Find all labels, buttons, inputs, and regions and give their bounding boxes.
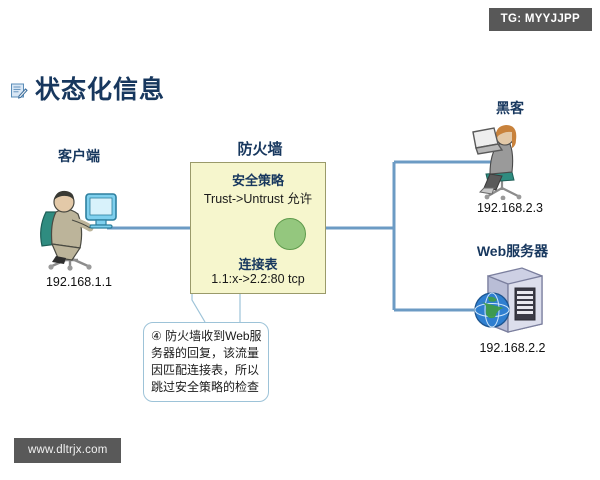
callout-box: ④ 防火墙收到Web服务器的回复，该流量因匹配连接表，所以跳过安全策略的检查 [143,322,269,402]
web-server-ip-label: 192.168.2.2 [479,341,546,355]
security-policy-rule: Trust->Untrust 允许 [203,192,313,206]
client-ip-label: 192.168.1.1 [45,275,113,289]
session-table-title: 连接表 [238,257,278,272]
person-with-laptop-icon [468,118,550,201]
web-server-name-label: Web服务器 [476,243,549,259]
security-policy-title: 安全策略 [231,173,284,188]
person-at-desktop-icon [28,168,128,272]
client-name-label: 客户端 [58,148,100,164]
session-table-entry: 1.1:x->2.2:80 tcp [211,272,305,286]
green-status-circle-icon [274,218,306,250]
page-title-text: 状态化信息 [35,76,166,104]
document-pencil-icon [10,82,28,100]
tg-tag-badge: TG: MYYJJPP [488,8,592,31]
callout-text: ④ 防火墙收到Web服务器的回复，该流量因匹配连接表，所以跳过安全策略的检查 [151,329,262,394]
site-watermark: www.dltrjx.com [14,438,122,463]
hacker-name-label: 黑客 [496,100,524,116]
callout-leader-line [191,294,206,323]
page-title: 状态化信息 [10,78,165,103]
firewall-box: 安全策略 Trust->Untrust 允许 连接表 1.1:x->2.2:80… [190,162,326,294]
firewall-label: 防火墙 [237,141,283,158]
server-with-globe-icon [470,262,550,340]
hacker-ip-label: 192.168.2.3 [476,201,544,215]
